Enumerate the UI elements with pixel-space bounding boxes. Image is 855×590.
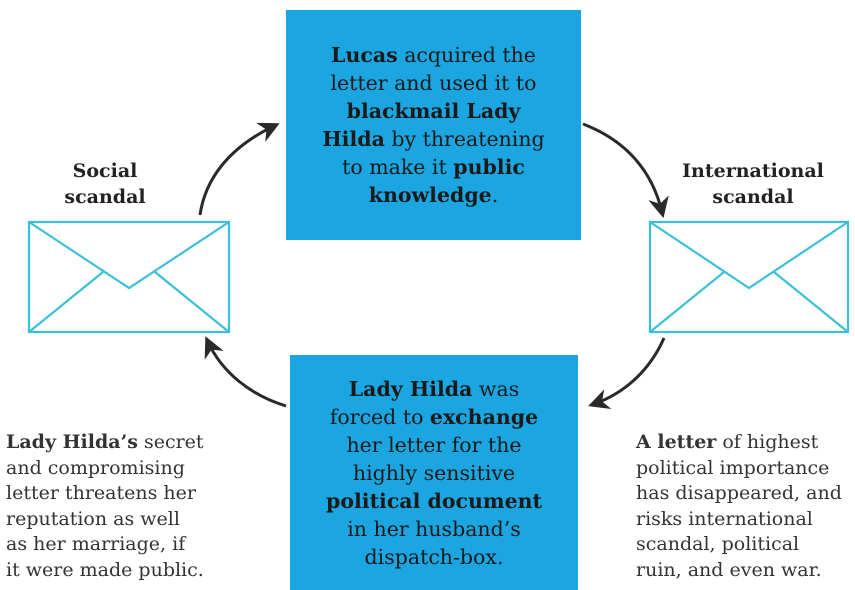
text-line: ruin, and even war.: [636, 558, 842, 584]
body-text: risks international: [636, 507, 813, 530]
emphasis-text: A letter: [636, 431, 717, 453]
body-text: it were made public.: [6, 558, 204, 581]
body-text: in her husband’s: [347, 516, 521, 541]
text-line: reputation as well: [6, 507, 204, 533]
body-text: ruin, and even war.: [636, 558, 822, 581]
text-line: in her husband’s: [326, 515, 542, 543]
text-line: scandal, political: [636, 532, 842, 558]
text-line: Hilda by threatening: [322, 125, 544, 153]
body-text: as her marriage, if: [6, 533, 186, 555]
emphasis-text: Lady Hilda: [348, 376, 473, 401]
body-text: by threatening: [384, 127, 545, 151]
emphasis-text: exchange: [429, 404, 539, 429]
emphasis-text: Hilda: [322, 127, 385, 151]
body-text: political importance: [636, 456, 830, 479]
body-text: her letter for the: [346, 432, 522, 457]
body-text: was: [472, 376, 520, 401]
arrow-social-to-blackmail: [198, 122, 280, 216]
body-text: to make it: [342, 155, 454, 179]
envelope-right-icon: [648, 220, 850, 334]
body-text: .: [491, 183, 499, 207]
emphasis-text: knowledge: [368, 183, 492, 207]
social-scandal-label: Social scandal: [40, 158, 170, 210]
text-line: as her marriage, if: [6, 532, 204, 558]
text-line: forced to exchange: [326, 403, 542, 431]
body-text: letter and used it to: [330, 71, 537, 95]
emphasis-text: blackmail Lady: [346, 99, 521, 123]
body-text: has disappeared, and: [636, 482, 842, 504]
text-line: Lucas acquired the: [322, 41, 544, 69]
text-line: A letter of highest: [636, 430, 842, 456]
text-line: her letter for the: [326, 431, 542, 459]
envelope-left-icon: [27, 220, 231, 334]
emphasis-text: Lucas: [331, 43, 398, 67]
arrow-blackmail-to-international: [582, 122, 669, 219]
emphasis-text: public: [453, 155, 525, 179]
body-text: and compromising: [6, 456, 185, 479]
international-scandal-label-line: scandal: [712, 186, 794, 208]
text-line: it were made public.: [6, 558, 204, 584]
text-line: to make it public: [322, 153, 544, 181]
body-text: reputation as well: [6, 507, 180, 530]
international-scandal-label-line: International: [682, 160, 824, 182]
text-line: Lady Hilda’s secret: [6, 430, 204, 456]
text-line: has disappeared, and: [636, 481, 842, 507]
international-scandal-label: International scandal: [668, 158, 838, 210]
body-text: letter threatens her: [6, 482, 196, 504]
body-text: acquired the: [397, 43, 536, 67]
text-line: political document: [326, 487, 542, 515]
text-line: Lady Hilda was: [326, 375, 542, 403]
emphasis-text: Lady Hilda’s: [6, 431, 138, 453]
text-line: risks international: [636, 507, 842, 533]
text-line: dispatch-box.: [326, 543, 542, 571]
text-line: political importance: [636, 456, 842, 482]
text-line: letter and used it to: [322, 69, 544, 97]
arrow-international-to-exchange: [588, 337, 666, 409]
body-text: of highest: [716, 431, 819, 453]
body-text: secret: [137, 431, 204, 453]
text-line: letter threatens her: [6, 481, 204, 507]
emphasis-text: political document: [325, 488, 543, 513]
body-text: forced to: [329, 404, 430, 429]
social-scandal-label-line: Social: [72, 160, 138, 182]
text-line: highly sensitive: [326, 459, 542, 487]
text-line: knowledge.: [322, 181, 544, 209]
social-scandal-label-line: scandal: [64, 186, 146, 208]
text-line: blackmail Lady: [322, 97, 544, 125]
body-text: highly sensitive: [352, 460, 516, 485]
body-text: dispatch-box.: [364, 544, 504, 569]
arrow-exchange-to-social: [204, 336, 287, 408]
body-text: scandal, political: [636, 533, 800, 555]
text-line: and compromising: [6, 456, 204, 482]
